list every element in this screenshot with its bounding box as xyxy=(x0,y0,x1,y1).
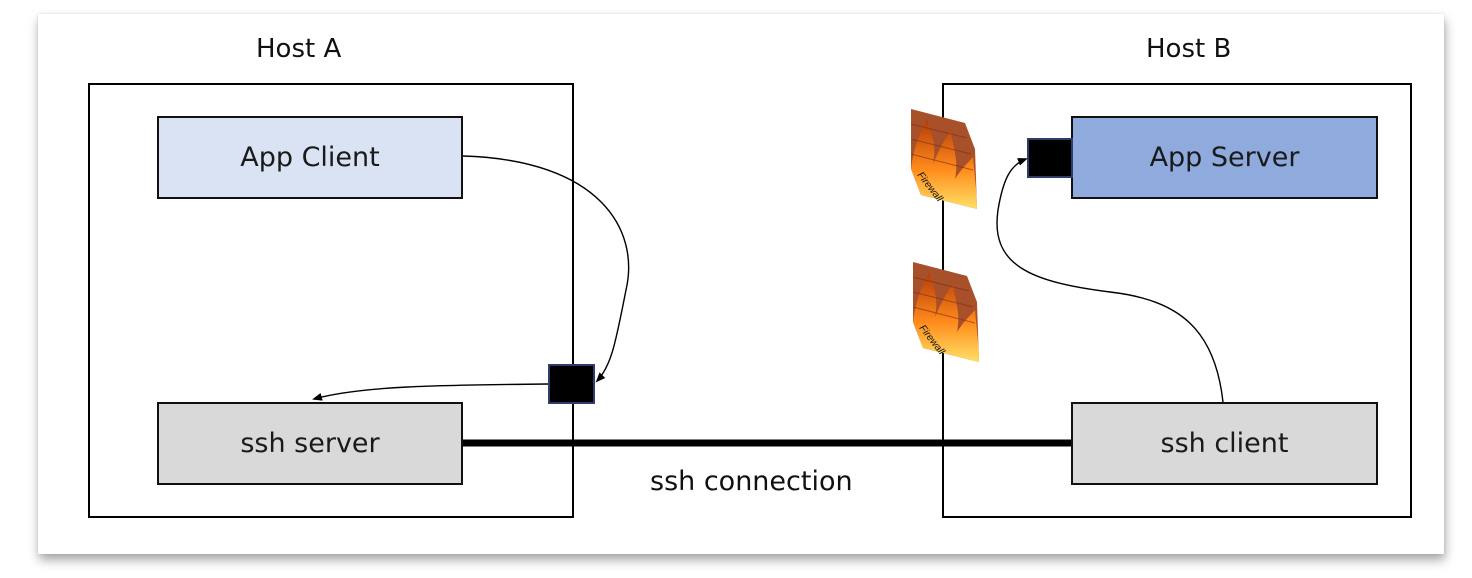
port-to-ssh-server-arrow xyxy=(312,383,549,401)
firewall-icon: Firewall xyxy=(912,262,979,362)
firewall-icon: Firewall xyxy=(910,109,977,209)
app-client-label: App Client xyxy=(240,142,380,173)
app-client-node: App Client xyxy=(157,116,463,199)
ssh-server-label: ssh server xyxy=(240,428,380,459)
app-server-node: App Server xyxy=(1071,116,1378,199)
port-a-square xyxy=(548,364,595,404)
ssh-server-node: ssh server xyxy=(157,402,463,485)
host-b-title: Host B xyxy=(1146,34,1232,64)
ssh-client-label: ssh client xyxy=(1160,428,1289,459)
app-server-label: App Server xyxy=(1149,142,1300,173)
host-a-box xyxy=(88,83,574,518)
ssh-client-node: ssh client xyxy=(1071,402,1378,485)
ssh-client-to-port-arrow xyxy=(996,158,1224,403)
ssh-connection-label: ssh connection xyxy=(650,466,853,497)
host-a-title: Host A xyxy=(256,34,342,64)
port-b-square xyxy=(1027,138,1073,178)
app-client-to-port-arrow xyxy=(462,155,630,383)
